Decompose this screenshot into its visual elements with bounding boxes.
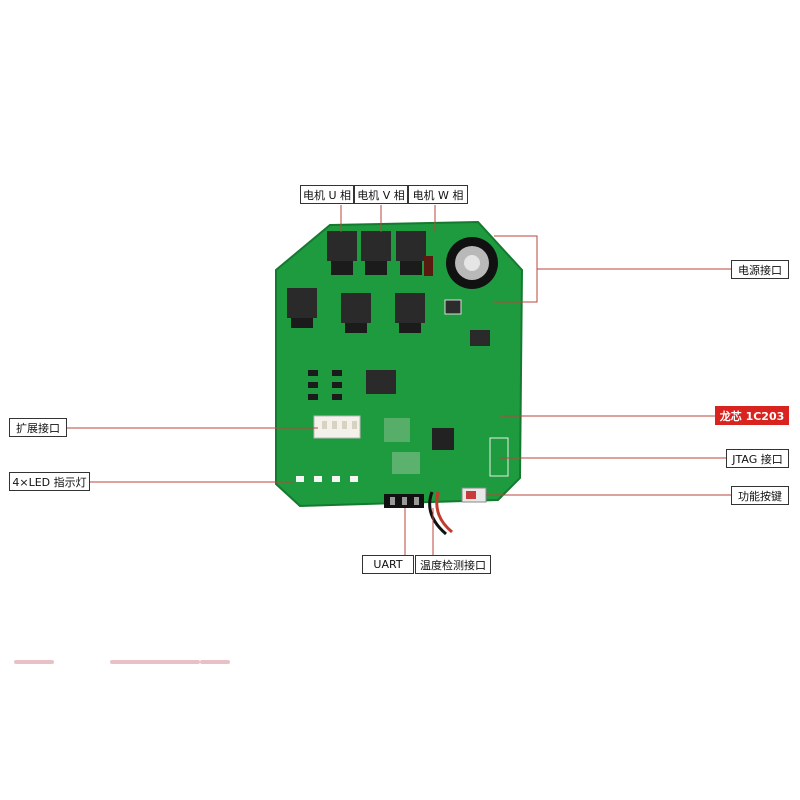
led-3 xyxy=(332,476,340,482)
stray-mark-1 xyxy=(14,660,54,664)
label-motor-v: 电机 V 相 xyxy=(354,185,408,204)
led-1 xyxy=(296,476,304,482)
led-2 xyxy=(314,476,322,482)
capacitor xyxy=(446,237,498,289)
label-power: 电源接口 xyxy=(731,260,789,279)
label-temp: 温度检测接口 xyxy=(415,555,491,574)
label-motor-w: 电机 W 相 xyxy=(408,185,468,204)
label-led: 4×LED 指示灯 xyxy=(9,472,90,491)
temp-cable xyxy=(428,491,447,536)
mosfet-v xyxy=(361,231,391,275)
stray-mark-3 xyxy=(200,660,230,664)
label-expansion: 扩展接口 xyxy=(9,418,67,437)
mosfet-low-1 xyxy=(287,288,317,318)
label-jtag: JTAG 接口 xyxy=(726,449,789,468)
jtag-header xyxy=(489,437,509,477)
mosfet-u xyxy=(327,231,357,275)
label-button: 功能按键 xyxy=(731,486,789,505)
label-motor-u: 电机 U 相 xyxy=(300,185,354,204)
mcu-chip xyxy=(432,428,454,450)
mosfet-low-2 xyxy=(341,293,371,323)
mosfet-w xyxy=(396,231,426,275)
led-4 xyxy=(350,476,358,482)
driver-ic xyxy=(366,370,396,394)
mosfet-low-3 xyxy=(395,293,425,323)
label-mcu: 龙芯 1C203 xyxy=(715,406,789,425)
leader-lines xyxy=(67,205,731,556)
stray-mark-2 xyxy=(110,660,200,664)
label-uart: UART xyxy=(362,555,414,574)
